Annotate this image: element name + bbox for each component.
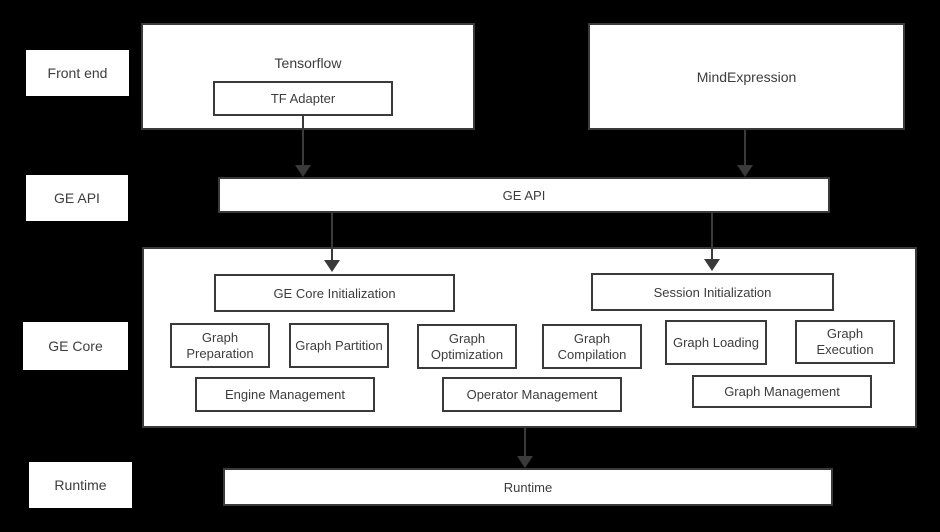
arrow-shaft	[302, 114, 304, 167]
mindexpression-box: MindExpression	[588, 23, 905, 130]
ge-core-initialization-box: GE Core Initialization	[214, 274, 455, 312]
runtime-bar: Runtime	[223, 468, 833, 506]
arrow-shaft	[524, 428, 526, 458]
arrow-tf-adapter-to-ge-api	[295, 114, 311, 177]
graph-optimization-box: Graph Optimization	[417, 324, 517, 369]
operator-management-box: Operator Management	[442, 377, 622, 412]
session-initialization-box: Session Initialization	[591, 273, 834, 311]
row-label-ge-api: GE API	[26, 175, 128, 221]
graph-loading-box: Graph Loading	[665, 320, 767, 365]
engine-management-box: Engine Management	[195, 377, 375, 412]
graph-compilation-box: Graph Compilation	[542, 324, 642, 369]
graph-management-box: Graph Management	[692, 375, 872, 408]
arrow-mindexpression-to-ge-api	[737, 130, 753, 177]
graph-partition-box: Graph Partition	[289, 323, 389, 368]
arrow-head-icon	[704, 259, 720, 271]
tensorflow-label: Tensorflow	[274, 55, 342, 71]
ge-api-bar: GE API	[218, 177, 830, 213]
arrow-shaft	[744, 130, 746, 167]
row-label-front-end: Front end	[26, 50, 129, 96]
arrow-head-icon	[737, 165, 753, 177]
graph-preparation-box: Graph Preparation	[170, 323, 270, 368]
arrow-ge-api-to-ge-core-initialization	[324, 213, 340, 272]
tensorflow-box: Tensorflow TF Adapter	[141, 23, 475, 130]
arrow-head-icon	[517, 456, 533, 468]
arrow-shaft	[331, 213, 333, 262]
tf-adapter-box: TF Adapter	[213, 81, 393, 116]
row-label-runtime: Runtime	[29, 462, 132, 508]
arrow-shaft	[711, 213, 713, 261]
arrow-ge-core-to-runtime	[517, 428, 533, 468]
arrow-ge-api-to-session-initialization	[704, 213, 720, 271]
arrow-head-icon	[324, 260, 340, 272]
graph-execution-box: Graph Execution	[795, 320, 895, 364]
row-label-ge-core: GE Core	[23, 322, 128, 370]
ge-core-container: GE Core Initialization Session Initializ…	[142, 247, 917, 428]
arrow-head-icon	[295, 165, 311, 177]
